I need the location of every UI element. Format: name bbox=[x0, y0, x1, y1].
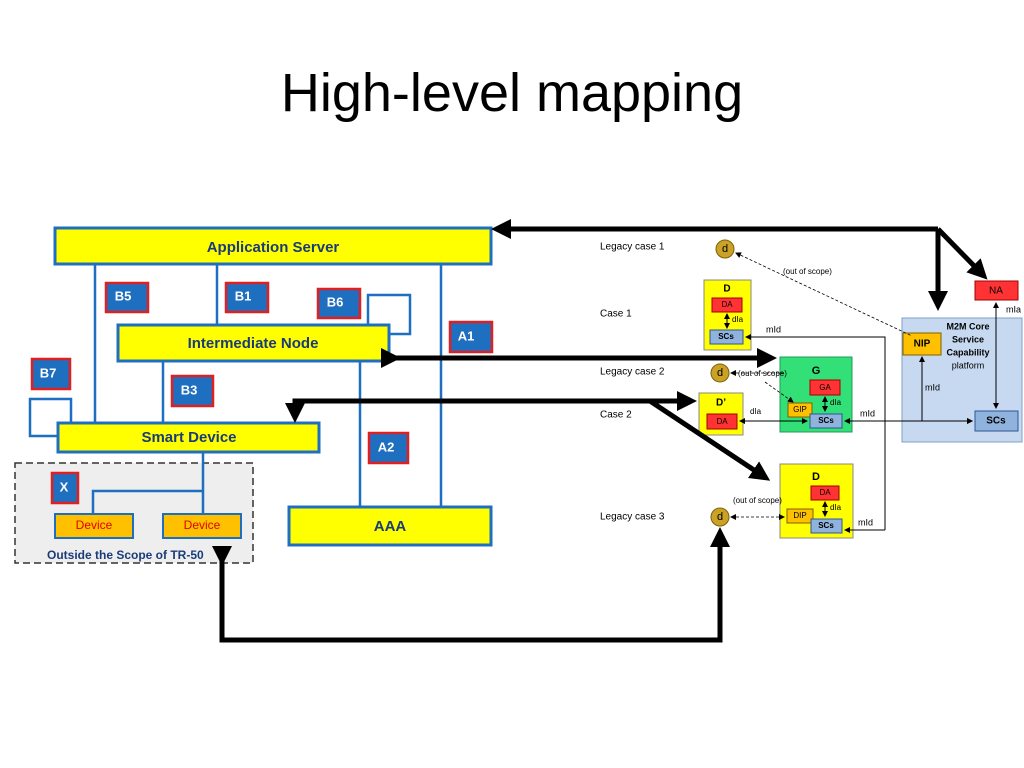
platform-scs-label: SCs bbox=[986, 416, 1006, 427]
label-legacy-case-3: Legacy case 3 bbox=[600, 512, 665, 523]
legacy2-d-label: d bbox=[717, 367, 723, 379]
legacy3-out-of-scope: (out of scope) bbox=[733, 496, 782, 505]
legacy3-d-circle bbox=[710, 507, 730, 527]
case1-da-label: DA bbox=[721, 300, 733, 309]
label-legacy-case-1: Legacy case 1 bbox=[600, 242, 665, 253]
m2m-core-label-1: M2M Core bbox=[946, 321, 989, 331]
legacy3-scs-label: SCs bbox=[818, 521, 834, 530]
m2m-core-label-3: Capability bbox=[946, 347, 989, 357]
legacy3-d-label-2: d bbox=[717, 511, 723, 523]
case2-da-box bbox=[706, 413, 738, 430]
outside-scope-label: Outside the Scope of TR-50 bbox=[47, 548, 204, 562]
tag-b3 bbox=[170, 374, 215, 408]
gateway-mld-label: mId bbox=[860, 408, 875, 418]
legacy1-dashed-connector bbox=[735, 252, 913, 337]
nip-mld-label: mId bbox=[925, 382, 940, 392]
platform-scs-box bbox=[974, 410, 1019, 432]
tag-b1 bbox=[224, 281, 270, 314]
case1-dla-label: dIa bbox=[732, 315, 744, 324]
gateway-scs-box bbox=[809, 413, 843, 429]
aaa-label: AAA bbox=[374, 518, 407, 535]
case2-dprime-label: D’ bbox=[716, 398, 726, 409]
case2-dla-label: dIa bbox=[750, 407, 762, 416]
legacy3-dla-label: dIa bbox=[830, 503, 842, 512]
label-case-2: Case 2 bbox=[600, 410, 632, 421]
mapping-arrows bbox=[212, 219, 988, 643]
device-box-1 bbox=[54, 513, 134, 539]
case1-d-label: D bbox=[723, 284, 730, 295]
label-legacy-case-2: Legacy case 2 bbox=[600, 367, 665, 378]
legacy3-da-box bbox=[810, 485, 840, 501]
m2m-core-label-4: platform bbox=[952, 360, 985, 370]
legacy1-d-circle bbox=[715, 239, 735, 259]
tag-b5-label: B5 bbox=[115, 288, 132, 303]
legacy3-scs-box bbox=[810, 518, 843, 534]
gateway-gip-label: GIP bbox=[793, 405, 807, 414]
gateway-scs-label: SCs bbox=[818, 416, 834, 425]
legacy1-out-of-scope: (out of scope) bbox=[783, 267, 832, 276]
smart-device-label: Smart Device bbox=[141, 429, 236, 446]
tag-a2-label: A2 bbox=[378, 439, 395, 454]
gateway-ga-label: GA bbox=[819, 383, 831, 392]
legacy3-mld-label: mId bbox=[858, 517, 873, 527]
application-server-label: Application Server bbox=[207, 239, 340, 256]
intermediate-node-box bbox=[116, 323, 391, 363]
legacy2-out-of-scope: (out of scope) bbox=[738, 369, 787, 378]
arrow-to-na bbox=[936, 227, 988, 280]
reference-tags: B5 B1 B6 A1 B7 B3 A2 X bbox=[30, 281, 494, 505]
gateway-ga-box bbox=[809, 379, 841, 396]
arrow-to-smart-device bbox=[285, 398, 650, 423]
tag-x bbox=[50, 471, 80, 505]
case1-scs-label: SCs bbox=[718, 332, 734, 341]
application-server-box bbox=[53, 226, 493, 266]
tag-a1-label: A1 bbox=[458, 328, 475, 343]
device-label-1: Device bbox=[76, 518, 113, 532]
mla-label: mIa bbox=[1006, 304, 1021, 314]
gateway-dla-label: dIa bbox=[830, 398, 842, 407]
legacy3-dip-box bbox=[786, 508, 814, 524]
tag-b1-label: B1 bbox=[235, 288, 252, 303]
na-box bbox=[974, 280, 1019, 301]
arrow-devices-to-legacy3 bbox=[212, 527, 730, 643]
legacy2-dashed-to-gip bbox=[764, 381, 794, 403]
legacy3-dip-label: DIP bbox=[793, 511, 806, 520]
tag-a2 bbox=[367, 431, 410, 465]
gateway-gip-box bbox=[787, 402, 813, 418]
m2m-core-label-2: Service bbox=[952, 334, 984, 344]
tag-x-label: X bbox=[60, 479, 69, 494]
tag-b7-label: B7 bbox=[40, 365, 57, 380]
tag-b3-label: B3 bbox=[181, 382, 198, 397]
device-label-2: Device bbox=[184, 518, 221, 532]
intermediate-node-label: Intermediate Node bbox=[188, 335, 319, 352]
tag-b6 bbox=[316, 287, 362, 320]
smart-device-box bbox=[56, 421, 321, 454]
tag-b7 bbox=[30, 357, 72, 391]
legacy3-d-label: D bbox=[812, 471, 820, 483]
tag-b6-label: B6 bbox=[327, 294, 344, 309]
na-label: NA bbox=[989, 286, 1003, 297]
case1-da-box bbox=[711, 297, 743, 313]
case1-mld-connector bbox=[745, 334, 886, 530]
case1-scs-box bbox=[709, 329, 744, 345]
case2-da-label: DA bbox=[716, 417, 728, 426]
label-case-1: Case 1 bbox=[600, 309, 632, 320]
nip-label: NIP bbox=[914, 339, 931, 350]
case1-mld-label: mId bbox=[766, 324, 781, 334]
nip-box bbox=[902, 332, 942, 356]
connector-lines bbox=[28, 263, 443, 514]
tag-b5 bbox=[104, 281, 150, 314]
legacy1-d-label: d bbox=[722, 243, 728, 255]
legacy3-da-label: DA bbox=[819, 488, 831, 497]
arrow-to-legacy3-device bbox=[648, 398, 771, 481]
gateway-g-label: G bbox=[812, 365, 821, 377]
slide-title: High-level mapping bbox=[280, 63, 744, 123]
